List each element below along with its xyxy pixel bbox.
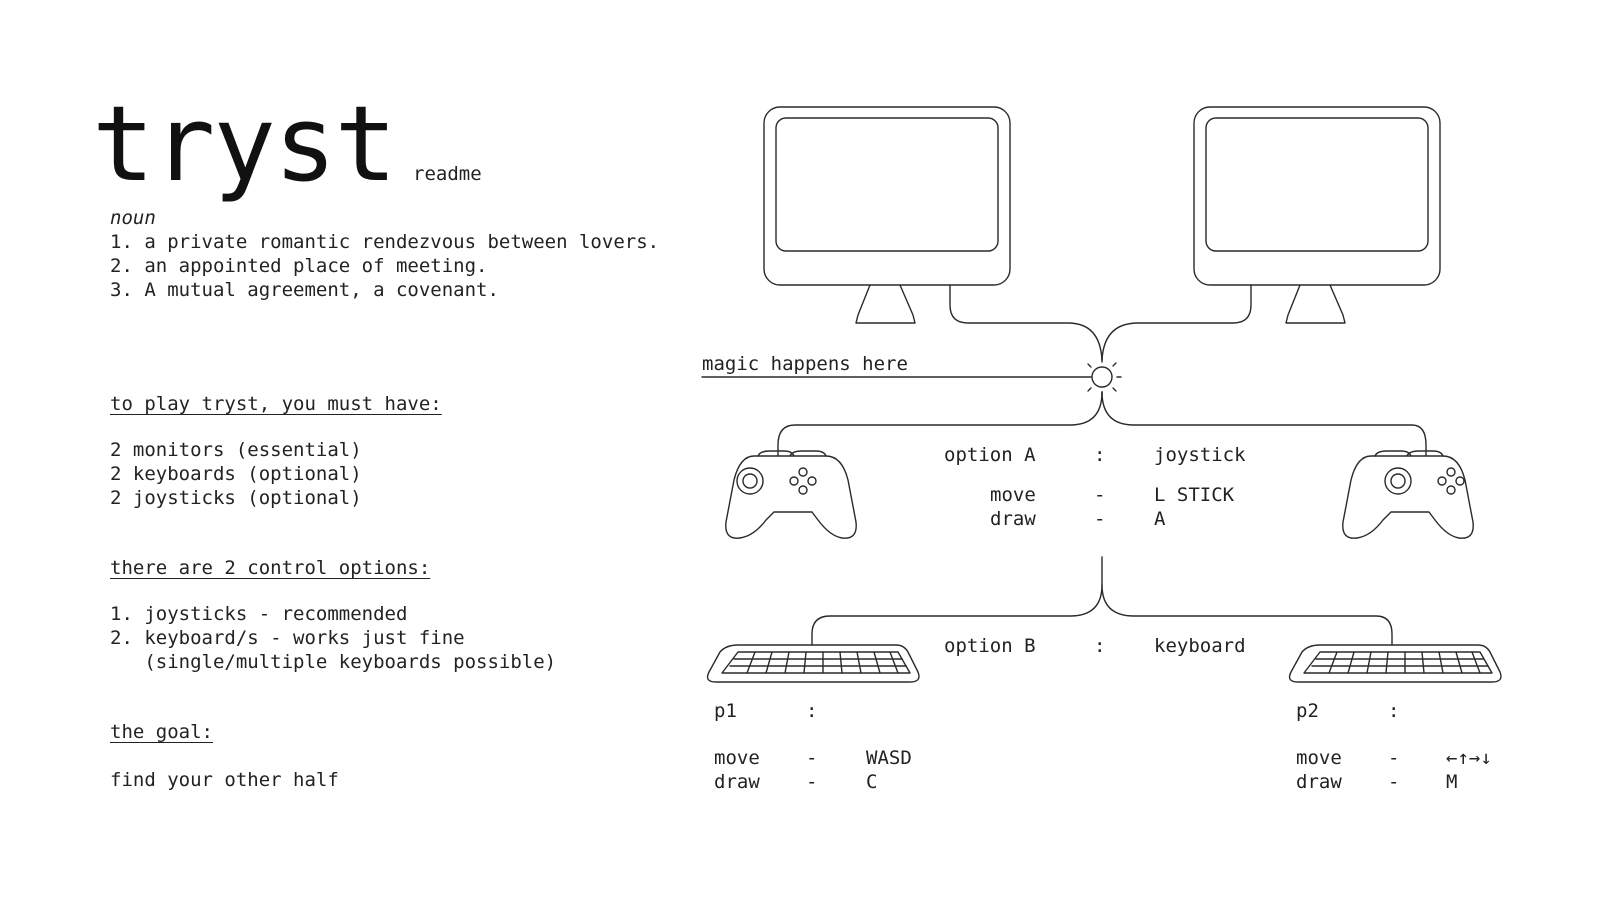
p2-dash: - [1388,747,1400,769]
requirements-heading: to play tryst, you must have: [110,393,442,415]
keyboard-left-icon [706,644,920,683]
keyboard-right-icon [1288,644,1502,683]
option-a-action: draw [990,508,1036,530]
p1-dash: - [806,747,818,769]
monitor-right-icon [1193,106,1441,324]
p2-key: ←↑→↓ [1446,747,1492,769]
goal-heading: the goal: [110,721,213,743]
option-a-key: A [1154,508,1166,530]
requirement-item: 2 keyboards (optional) [110,463,362,485]
option-a-sep: : [1094,444,1106,466]
part-of-speech: noun [110,207,156,229]
option-b-sep: : [1094,635,1106,657]
option-a-label: option A [944,444,1036,466]
p2-action: draw [1296,771,1342,793]
p2-key: M [1446,771,1458,793]
joystick-right-icon [1342,450,1474,539]
definition-entry: 2. an appointed place of meeting. [110,255,488,277]
p2-action: move [1296,747,1342,769]
definition-entry: 1. a private romantic rendezvous between… [110,231,660,253]
control-item: 2. keyboard/s - works just fine [110,627,465,649]
magic-label: magic happens here [702,353,908,375]
p1-dash: - [806,771,818,793]
keyboard-right-cable [1101,584,1393,646]
keyboard-left-cable [811,556,1103,646]
monitor-left-icon [763,106,1011,324]
joystick-left-icon [725,450,857,539]
page-subtitle: readme [413,163,482,185]
control-item: 1. joysticks - recommended [110,603,408,625]
p1-action: move [714,747,760,769]
option-a-action: move [990,484,1036,506]
joystick-left-cable [777,391,1103,457]
requirement-item: 2 joysticks (optional) [110,487,362,509]
p2-label: p2 [1296,700,1319,722]
option-b-label: option B [944,635,1036,657]
option-a-value: joystick [1154,444,1246,466]
definition-entry: 3. A mutual agreement, a covenant. [110,279,499,301]
p2-dash: - [1388,771,1400,793]
p1-key: C [866,771,878,793]
goal-text: find your other half [110,769,339,791]
control-item: (single/multiple keyboards possible) [110,651,557,673]
option-b-value: keyboard [1154,635,1246,657]
hub-icon [1087,357,1122,397]
p1-key: WASD [866,747,912,769]
p1-label: p1 [714,700,737,722]
option-a-dash: - [1094,508,1106,530]
monitor-left-cable [949,284,1103,361]
controls-heading: there are 2 control options: [110,557,431,579]
joystick-right-cable [1101,391,1427,457]
option-a-dash: - [1094,484,1106,506]
p2-sep: : [1388,700,1400,722]
requirement-item: 2 monitors (essential) [110,439,362,461]
p1-sep: : [806,700,818,722]
p1-action: draw [714,771,760,793]
page-title: tryst [92,83,397,205]
monitor-right-cable [1101,284,1252,361]
option-a-key: L STICK [1154,484,1235,506]
